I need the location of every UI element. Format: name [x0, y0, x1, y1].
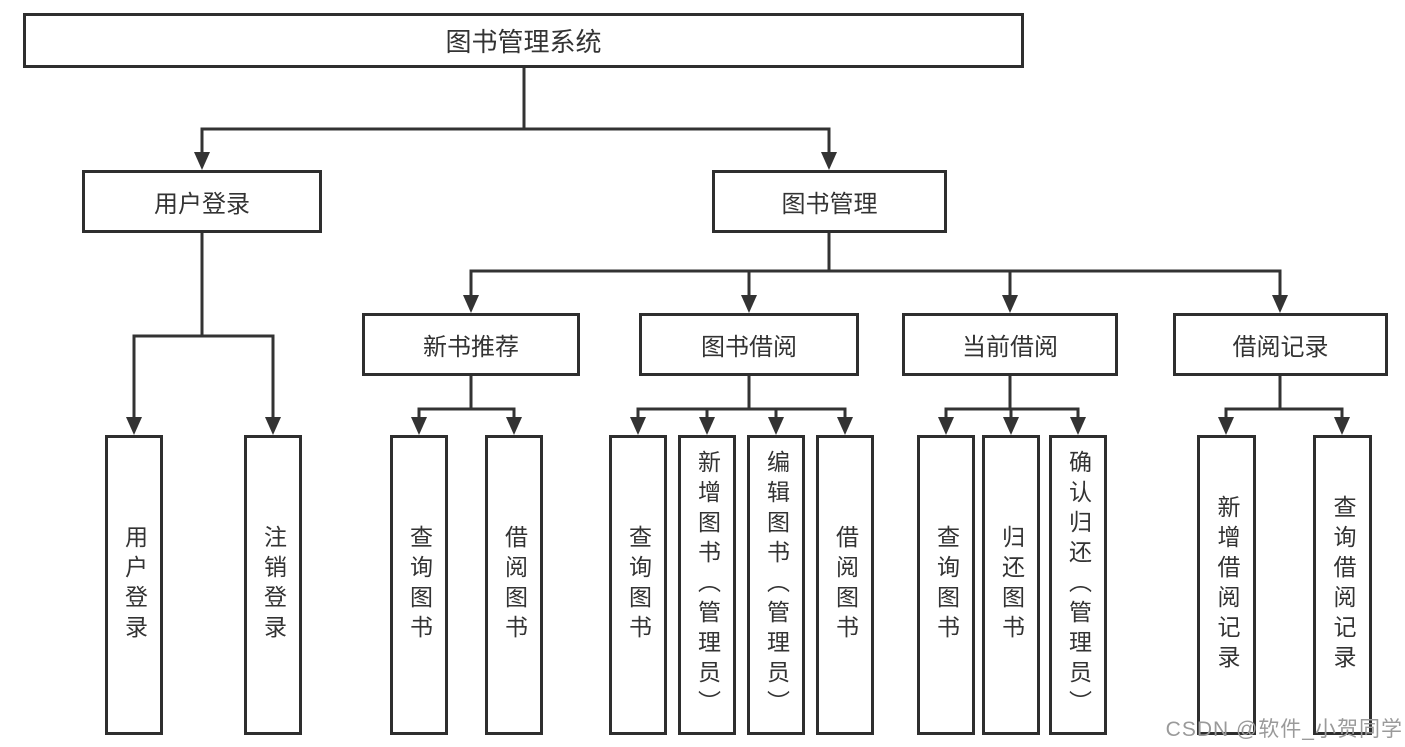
leaf-borrowing-edit-books-admin: 编辑图书（管理员） [747, 435, 805, 735]
node-user-login: 用户登录 [82, 170, 322, 233]
arrowhead-icons [126, 152, 1350, 435]
node-borrowing-records: 借阅记录 [1173, 313, 1388, 376]
connector-paths [132, 68, 1344, 418]
leaf-user-login: 用户登录 [105, 435, 163, 735]
node-current-borrowing: 当前借阅 [902, 313, 1118, 376]
leaf-records-add-record: 新增借阅记录 [1197, 435, 1256, 735]
node-library-management-system: 图书管理系统 [23, 13, 1024, 68]
leaf-logout: 注销登录 [244, 435, 302, 735]
node-book-management: 图书管理 [712, 170, 947, 233]
node-new-book-recommend: 新书推荐 [362, 313, 580, 376]
watermark: CSDN @软件_小贺同学 [1165, 718, 1403, 741]
leaf-borrowing-add-books-admin: 新增图书（管理员） [678, 435, 736, 735]
leaf-current-query-books: 查询图书 [917, 435, 975, 735]
leaf-recommend-borrow-books: 借阅图书 [485, 435, 543, 735]
leaf-current-confirm-return-admin: 确认归还（管理员） [1049, 435, 1107, 735]
leaf-borrowing-query-books: 查询图书 [609, 435, 667, 735]
leaf-borrowing-borrow-books: 借阅图书 [816, 435, 874, 735]
node-book-borrowing: 图书借阅 [639, 313, 859, 376]
leaf-recommend-query-books: 查询图书 [390, 435, 448, 735]
leaf-records-query-record: 查询借阅记录 [1313, 435, 1372, 735]
leaf-current-return-books: 归还图书 [982, 435, 1040, 735]
